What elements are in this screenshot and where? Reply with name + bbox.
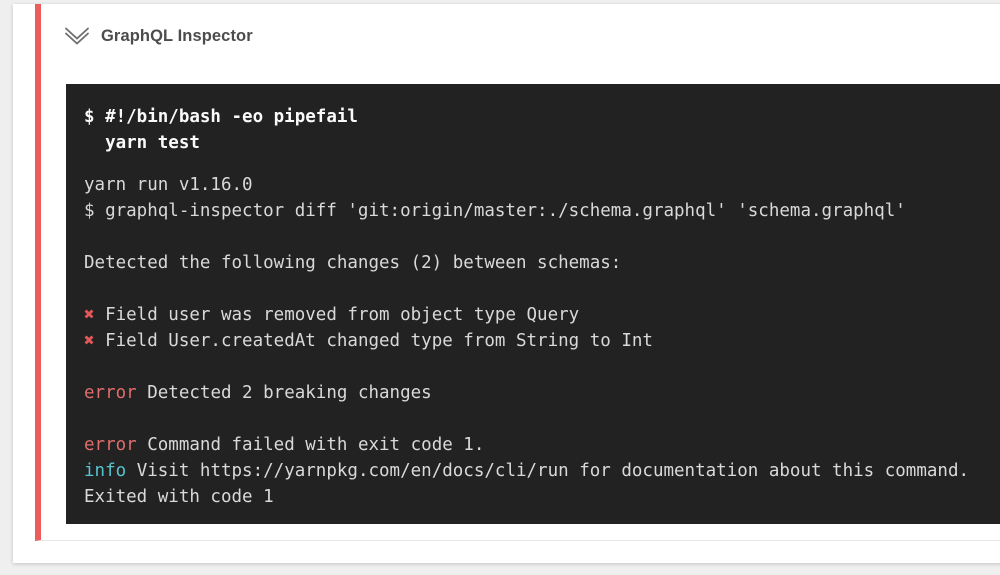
terminal-blank-line — [84, 354, 1000, 380]
terminal-line: Exited with code 1 — [84, 484, 1000, 510]
terminal-line: error Command failed with exit code 1. — [84, 432, 1000, 458]
terminal-line: error Detected 2 breaking changes — [84, 380, 1000, 406]
terminal-segment-default: Visit https://yarnpkg.com/en/docs/cli/ru… — [126, 461, 970, 481]
chevron-double-down-icon[interactable] — [64, 25, 90, 47]
terminal-segment-default: yarn run v1.16.0 — [84, 175, 253, 195]
terminal-segment-default: Exited with code 1 — [84, 487, 274, 507]
terminal-line: yarn run v1.16.0 — [84, 172, 1000, 198]
terminal-line: ✖ Field user was removed from object typ… — [84, 302, 1000, 328]
terminal-segment-xmark: ✖ — [84, 305, 106, 325]
terminal-segment-default: Field user was removed from object type … — [105, 305, 580, 325]
terminal-output: $ #!/bin/bash -eo pipefail yarn test yar… — [66, 84, 1000, 524]
terminal-segment-default: Command failed with exit code 1. — [136, 435, 485, 455]
terminal-command-line: yarn test — [84, 133, 200, 153]
job-output-card: GraphQL Inspector $ #!/bin/bash -eo pipe… — [13, 4, 1000, 563]
terminal-segment-default: $ graphql-inspector diff 'git:origin/mas… — [84, 201, 906, 221]
terminal-segment-xmark: ✖ — [84, 331, 106, 351]
terminal-command-line: $ #!/bin/bash -eo pipefail — [84, 107, 358, 127]
step-header[interactable]: GraphQL Inspector — [41, 4, 1000, 48]
terminal-segment-default: Detected 2 breaking changes — [136, 383, 432, 403]
output-block: yarn run v1.16.0 $ graphql-inspector diff… — [84, 172, 1000, 510]
terminal-segment-default: Detected the following changes (2) betwe… — [84, 253, 622, 273]
terminal-segment-info: info — [84, 461, 127, 481]
terminal-segment-error: error — [84, 435, 137, 455]
terminal-blank-line — [84, 276, 1000, 302]
terminal-blank-line — [84, 224, 1000, 250]
terminal-segment-error: error — [84, 383, 137, 403]
terminal-line: ✖ Field User.createdAt changed type from… — [84, 328, 1000, 354]
step-row-graphql-inspector: GraphQL Inspector $ #!/bin/bash -eo pipe… — [35, 4, 1000, 541]
step-title: GraphQL Inspector — [101, 26, 253, 45]
terminal-segment-default: Field User.createdAt changed type from S… — [105, 331, 653, 351]
terminal-line: info Visit https://yarnpkg.com/en/docs/c… — [84, 458, 1000, 484]
terminal-blank-line — [84, 406, 1000, 432]
terminal-line: $ graphql-inspector diff 'git:origin/mas… — [84, 198, 1000, 224]
terminal-line: Detected the following changes (2) betwe… — [84, 250, 1000, 276]
command-block: $ #!/bin/bash -eo pipefail yarn test — [84, 104, 1000, 156]
